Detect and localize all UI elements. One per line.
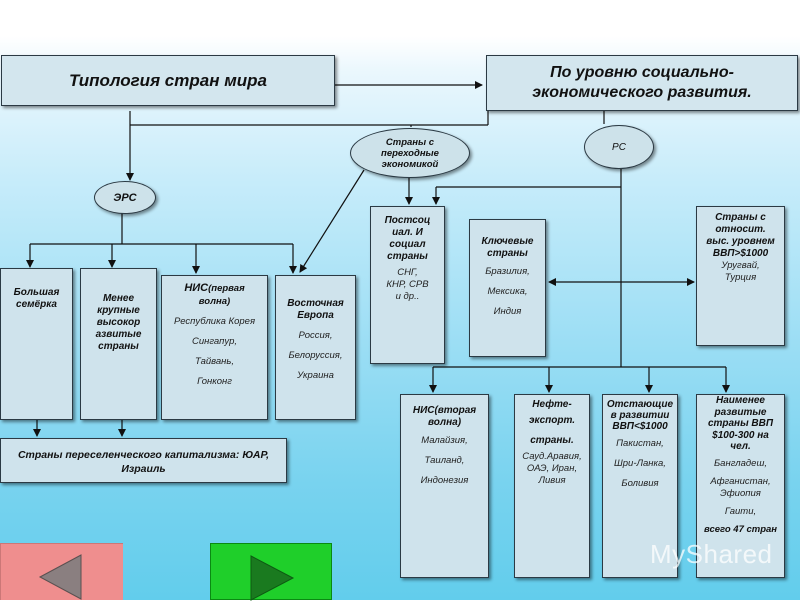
least-total: всего 47 стран (703, 523, 778, 535)
nis1-country: Республика Корея (173, 316, 256, 327)
relative-title: Страны с относит. выс. уровнем (706, 212, 775, 247)
nis1-country: Сингапур, (191, 336, 238, 347)
least-country: Бангладеш, (714, 457, 767, 469)
big-seven-title: Большая семёрка (13, 287, 60, 310)
key-countries-box: Ключевые страны Бразилия, Мексика, Индия (469, 219, 546, 357)
lagging-title: Отстающие в развитии ВВП<$1000 (606, 399, 674, 432)
relative-country: Турция (724, 272, 757, 283)
rs-label: РС (612, 141, 626, 153)
forward-button[interactable] (210, 543, 332, 601)
oil-countries: Сауд.Аравия, ОАЭ, Иран, Ливия (522, 451, 582, 486)
nis-second-wave-box: НИС(вторая волна) Малайзия, Таиланд, Инд… (400, 394, 489, 578)
key-title: Ключевые страны (481, 236, 534, 259)
key-country: Бразилия, (485, 266, 530, 277)
settler-text: Страны переселенческого капитализма: ЮАР… (17, 449, 270, 475)
relative-level-box: Страны с относит. выс. уровнем ВВП>$1000… (696, 206, 785, 346)
settler-capitalism-box: Страны переселенческого капитализма: ЮАР… (0, 438, 287, 483)
subtitle-text: По уровню социально-экономического разви… (532, 64, 752, 101)
forward-arrow-icon (250, 555, 295, 601)
relative-country: Уругвай, (721, 260, 760, 271)
less-large-title: Менее крупные высокор азвитые страны (95, 293, 142, 352)
nis2-country: Индонезия (420, 475, 469, 486)
least-title: Наименее развитые страны ВВП $100-300 на… (707, 395, 774, 452)
east-europe-country: Украина (297, 370, 334, 381)
diagram-title: Типология стран мира (1, 55, 335, 106)
nis1-suffix: (первая волна) (198, 283, 245, 307)
oil-title-line: страны. (530, 435, 574, 446)
transition-ellipse: Страны с переходные экономикой (350, 128, 470, 178)
nis-first-wave-box: НИС(первая волна) Республика Корея Синга… (161, 275, 268, 420)
oil-export-box: Нефте- экспорт. страны. Сауд.Аравия, ОАЭ… (514, 394, 590, 578)
postsoc-title: Постсоц иал. И социал страны (384, 215, 431, 262)
back-arrow-icon (38, 554, 82, 600)
east-europe-box: Восточная Европа Россия, Белоруссия, Укр… (275, 275, 356, 420)
nis1-country: Гонконг (197, 376, 232, 387)
key-country: Мексика, (487, 286, 528, 297)
postsoc-country: и др.. (395, 291, 420, 302)
ers-ellipse: ЭРС (94, 181, 156, 214)
lagging-country: Пакистан, (616, 438, 664, 449)
nis2-title: НИС(вторая волна) (412, 405, 477, 428)
title-text: Типология стран мира (68, 70, 267, 90)
nis1-country: Тайвань, (194, 356, 235, 367)
oil-title-line: экспорт. (528, 415, 575, 426)
nis1-title: НИС (184, 282, 209, 294)
east-europe-country: Россия, (298, 330, 333, 341)
transition-label: Страны с переходные экономикой (381, 136, 439, 170)
postsocialist-box: Постсоц иал. И социал страны СНГ, КНР, С… (370, 206, 445, 364)
postsoc-country: КНР, СРВ (386, 279, 429, 290)
least-developed-box: Наименее развитые страны ВВП $100-300 на… (696, 394, 785, 578)
rs-ellipse: РС (584, 125, 654, 169)
lagging-country: Шри-Ланка, (614, 458, 666, 469)
lagging-box: Отстающие в развитии ВВП<$1000 Пакистан,… (602, 394, 678, 578)
back-button[interactable] (0, 543, 123, 600)
subtitle-box: По уровню социально-экономического разви… (486, 55, 798, 111)
big-seven-box: Большая семёрка (0, 268, 73, 420)
least-country: Афганистан, Эфиопия (710, 475, 771, 499)
watermark: MyShared (650, 539, 773, 569)
lagging-country: Боливия (621, 478, 659, 489)
relative-gdp: ВВП>$1000 (712, 248, 769, 259)
nis2-country: Малайзия, (421, 435, 468, 446)
east-europe-title: Восточная Европа (287, 298, 344, 321)
oil-title-line: Нефте- (532, 399, 572, 410)
key-country: Индия (493, 306, 522, 317)
least-country: Гаити, (724, 505, 757, 517)
ers-label: ЭРС (113, 191, 137, 204)
less-large-box: Менее крупные высокор азвитые страны (80, 268, 157, 420)
east-europe-country: Белоруссия, (288, 350, 343, 361)
nis2-country: Таиланд, (424, 455, 465, 466)
postsoc-country: СНГ, (397, 267, 418, 278)
